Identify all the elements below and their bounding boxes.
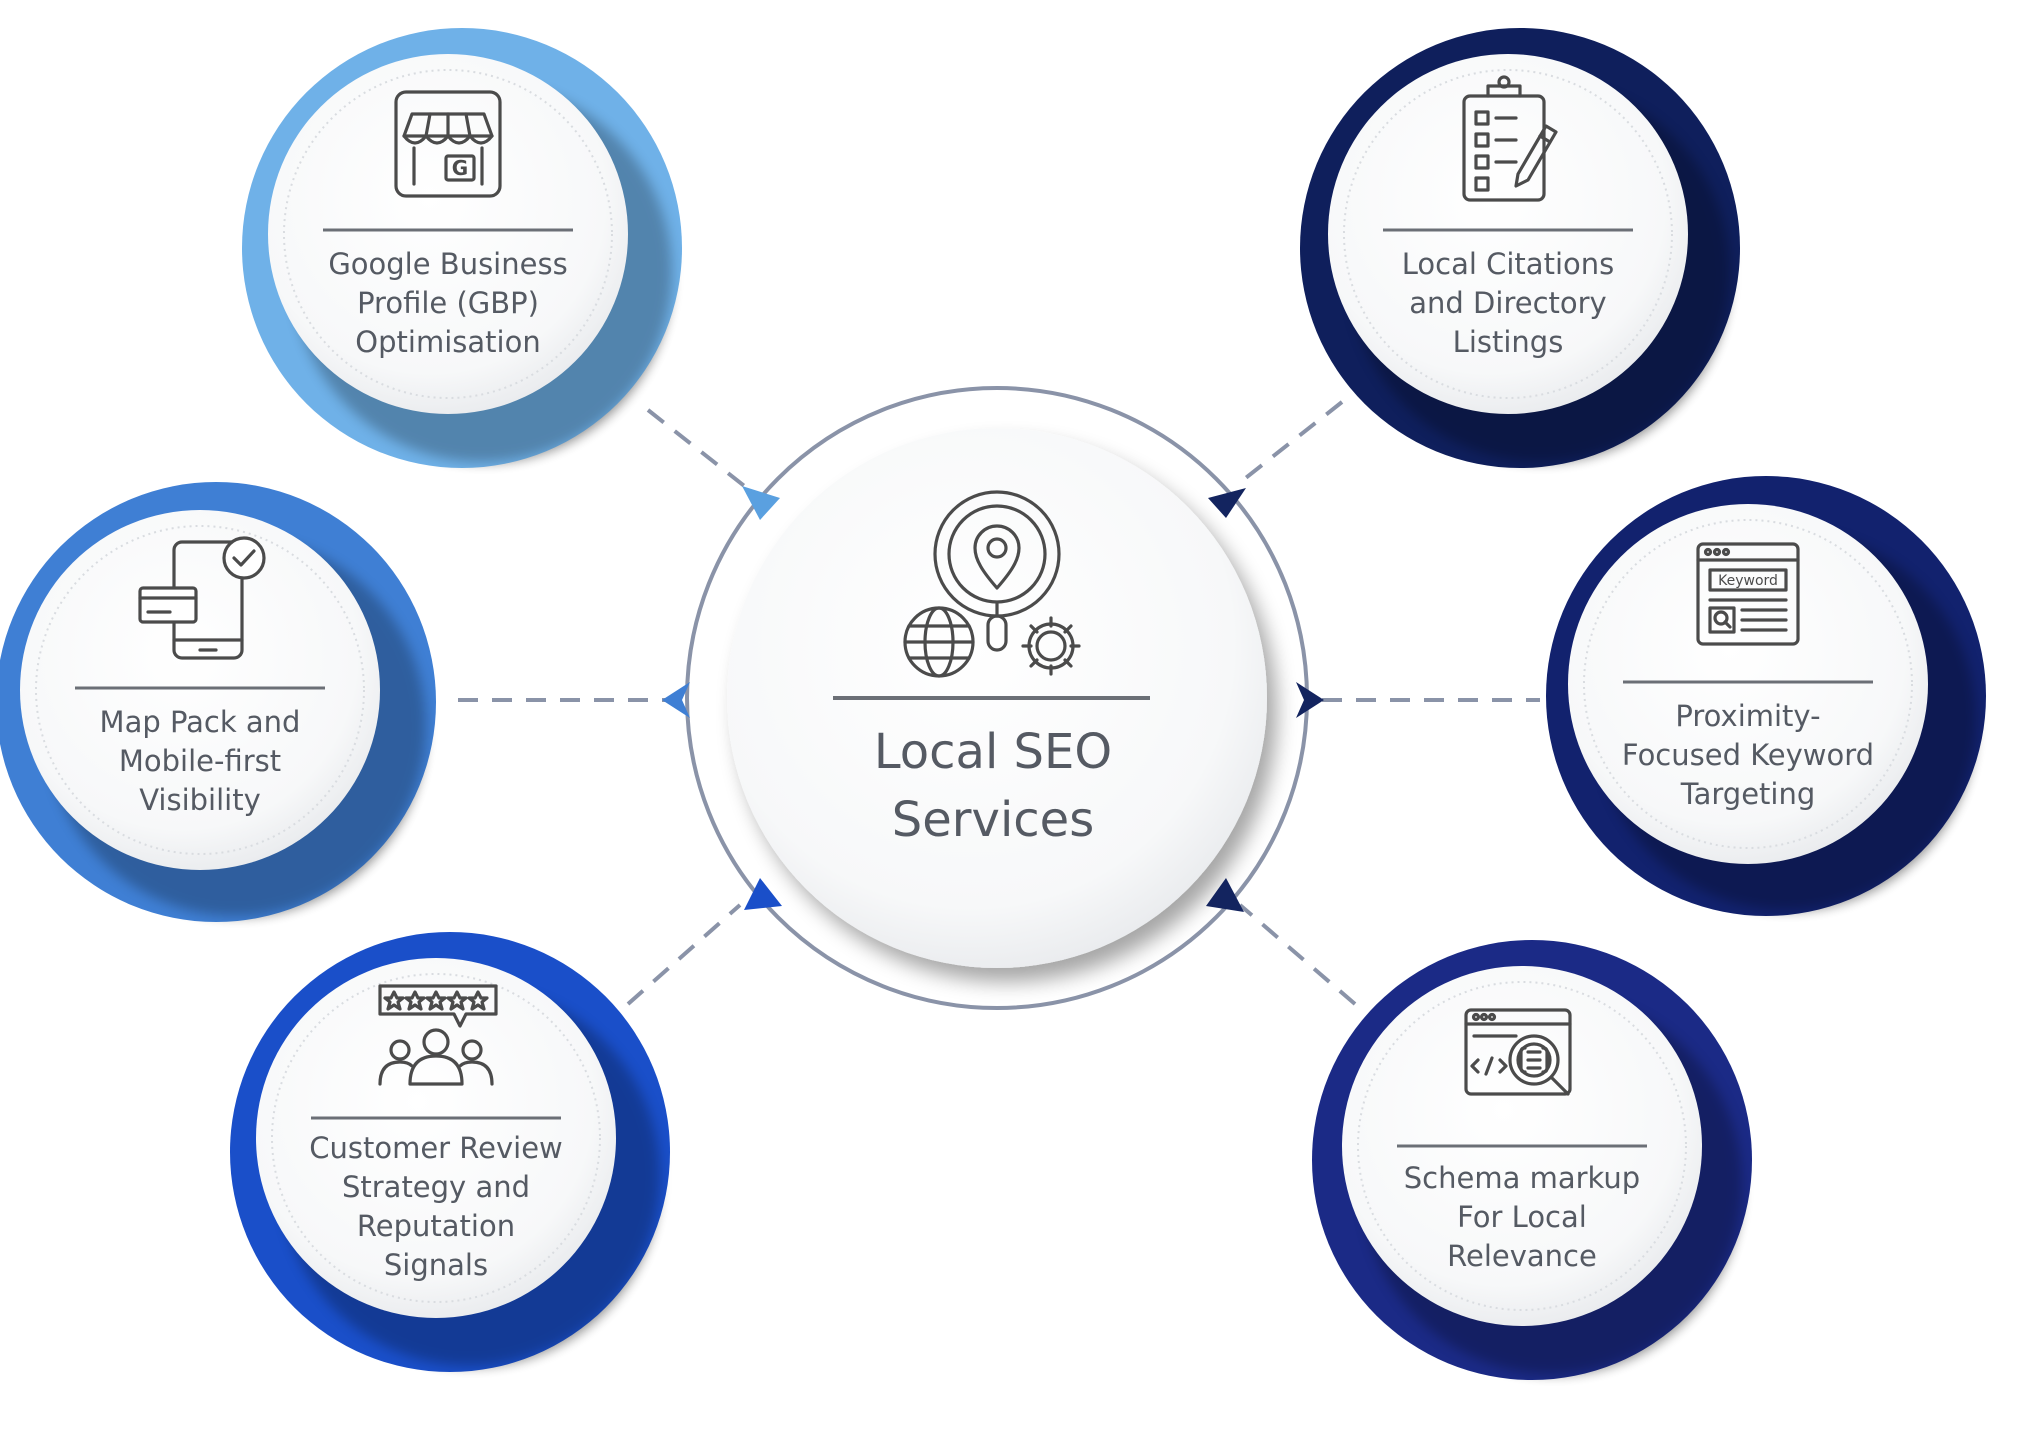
node-face bbox=[20, 510, 380, 870]
arrowhead-gbp bbox=[742, 486, 780, 520]
arrowhead-citations bbox=[1208, 488, 1246, 518]
node-label-line: Optimisation bbox=[355, 325, 540, 359]
connector-reviews bbox=[626, 903, 742, 1006]
code-browser-search-icon bbox=[1464, 1008, 1572, 1096]
node-label-line: Targeting bbox=[1680, 777, 1816, 811]
clipboard-checklist-icon bbox=[1462, 75, 1558, 202]
node-face bbox=[268, 54, 628, 414]
node-label-line: Strategy and bbox=[342, 1170, 530, 1204]
node-label-line: and Directory bbox=[1409, 286, 1606, 320]
center-title-line1: Local SEO bbox=[874, 724, 1112, 780]
arrowhead-schema bbox=[1206, 878, 1244, 912]
node-label-line: Schema markup bbox=[1404, 1161, 1640, 1195]
arrowhead-mappack bbox=[662, 682, 690, 718]
node-label-line: Customer Review bbox=[309, 1131, 563, 1165]
node-face bbox=[1568, 504, 1928, 864]
mobile-payment-check-icon bbox=[138, 536, 266, 660]
connector-gbp bbox=[646, 408, 754, 494]
google-storefront-icon: G bbox=[394, 90, 502, 198]
node-label-line: Map Pack and bbox=[100, 705, 301, 739]
node-label-line: Relevance bbox=[1447, 1239, 1597, 1273]
keyword-browser-icon: Keyword bbox=[1696, 542, 1800, 646]
connector-schema bbox=[1238, 903, 1357, 1006]
rating-stars-people-icon bbox=[378, 984, 498, 1086]
arrowhead-reviews bbox=[744, 878, 782, 910]
node-label-line: Local Citations bbox=[1402, 247, 1615, 281]
keyword-icon-label: Keyword bbox=[1718, 573, 1778, 589]
node-label-line: Visibility bbox=[139, 783, 261, 817]
center-hub: Local SEO Services bbox=[662, 386, 1324, 1010]
node-label-line: Focused Keyword bbox=[1622, 738, 1874, 772]
node-face bbox=[1328, 54, 1688, 414]
connectors bbox=[458, 400, 1540, 1006]
arrowhead-keyword bbox=[1296, 682, 1324, 718]
node-label-line: Profile (GBP) bbox=[357, 286, 539, 320]
location-search-globe-gear-icon bbox=[903, 490, 1081, 678]
svg-text:G: G bbox=[452, 156, 468, 180]
node-label-line: Mobile-first bbox=[119, 744, 281, 778]
node-face bbox=[256, 958, 616, 1318]
center-title-line2: Services bbox=[892, 792, 1094, 848]
node-label-line: For Local bbox=[1457, 1200, 1587, 1234]
node-label-line: Proximity- bbox=[1675, 699, 1820, 733]
connector-citations bbox=[1236, 400, 1344, 486]
node-label-line: Listings bbox=[1453, 325, 1564, 359]
node-label-line: Reputation bbox=[357, 1209, 515, 1243]
node-label-line: Signals bbox=[384, 1248, 488, 1282]
node-label-line: Google Business bbox=[328, 247, 567, 281]
